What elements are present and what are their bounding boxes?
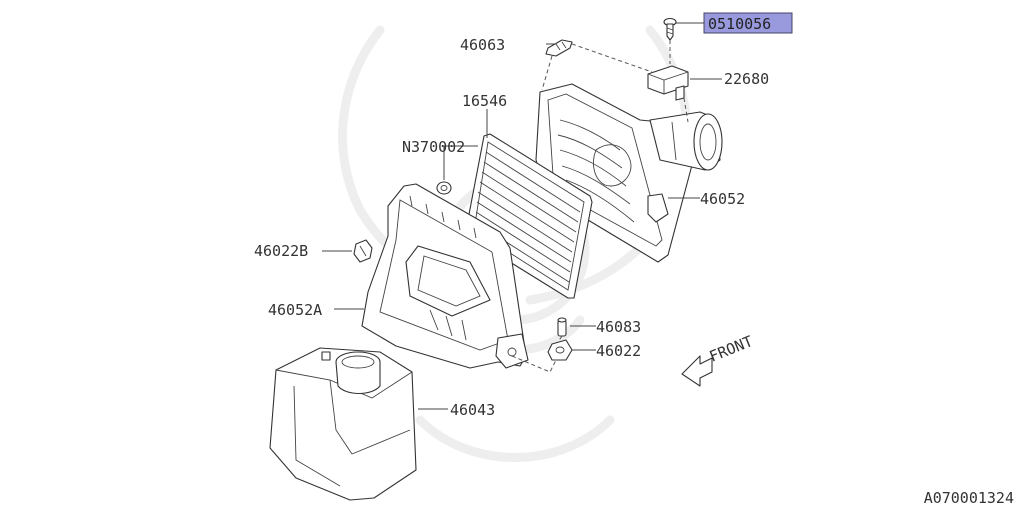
document-id: A070001324	[924, 489, 1014, 507]
filter-element-part[interactable]	[465, 133, 593, 299]
label-16546[interactable]: 16546	[462, 92, 507, 110]
resonator-part[interactable]	[269, 347, 417, 501]
lower-case-part[interactable]	[361, 183, 529, 369]
label-22680[interactable]: 22680	[724, 70, 769, 88]
leader-lines	[322, 22, 722, 410]
label-0510056[interactable]: 0510056	[708, 15, 771, 33]
label-46043[interactable]: 46043	[450, 401, 495, 419]
label-46052[interactable]: 46052	[700, 190, 745, 208]
assembly-lines	[511, 40, 689, 373]
sensor-part[interactable]	[647, 65, 689, 101]
label-46022B[interactable]: 46022B	[254, 242, 308, 260]
cushion-part[interactable]	[547, 339, 573, 361]
bracket-part[interactable]	[545, 39, 573, 57]
grommet-part[interactable]	[436, 181, 452, 195]
pin-part[interactable]	[557, 317, 567, 337]
clip-part[interactable]	[353, 239, 373, 263]
part-number-labels: 46063 22680 16546 N370002 46052 46022B 4…	[254, 36, 769, 419]
label-46022[interactable]: 46022	[596, 342, 641, 360]
screw-part[interactable]	[663, 17, 677, 41]
front-arrow-icon	[681, 355, 713, 387]
front-direction-indicator: FRONT	[681, 332, 756, 387]
label-N370002[interactable]: N370002	[402, 138, 465, 156]
upper-case-part[interactable]	[535, 83, 723, 263]
front-label: FRONT	[707, 332, 756, 366]
highlight-box	[703, 12, 793, 34]
label-46052A[interactable]: 46052A	[268, 301, 322, 319]
label-46063[interactable]: 46063	[460, 36, 505, 54]
highlighted-part-0510056[interactable]: 0510056	[703, 12, 793, 34]
label-46083[interactable]: 46083	[596, 318, 641, 336]
